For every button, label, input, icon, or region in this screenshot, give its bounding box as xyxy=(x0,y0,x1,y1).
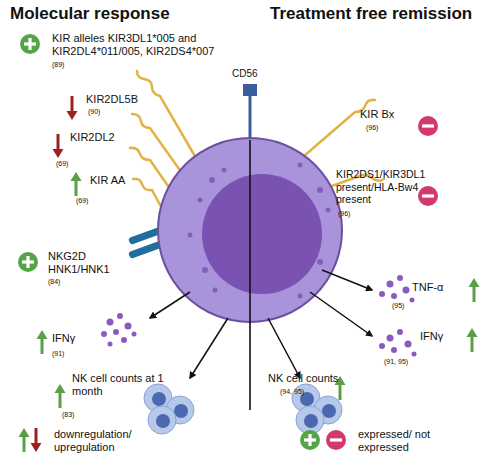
marker-label: KIR2DL2 xyxy=(70,131,150,144)
citation: (90) xyxy=(88,108,128,116)
marker-label: KIR2DS1/KIR3DL1 present/HLA-Bw4 present xyxy=(336,168,432,206)
marker-label: KIR Bx xyxy=(360,108,430,121)
illustration-part xyxy=(132,332,137,337)
illustration-part xyxy=(150,270,372,378)
illustration-part xyxy=(249,92,252,140)
marker-label: KIR AA xyxy=(90,174,170,187)
illustration-part xyxy=(403,287,410,294)
illustration-part xyxy=(113,329,119,335)
illustration-part xyxy=(198,198,203,203)
illustration-part xyxy=(300,430,320,450)
marker-label: IFNγ xyxy=(52,332,102,345)
illustration-part xyxy=(188,163,331,299)
illustration-part xyxy=(298,294,303,299)
illustration-part xyxy=(101,331,107,337)
marker-label: KIR2DL5B xyxy=(86,93,166,106)
illustration-part xyxy=(322,270,372,290)
illustration-part xyxy=(125,323,132,330)
illustration-part xyxy=(405,341,412,348)
illustration-part xyxy=(31,428,42,452)
section-heading: Molecular response xyxy=(10,4,230,24)
illustration-part xyxy=(188,233,193,238)
illustration-part xyxy=(121,337,127,343)
illustration-part xyxy=(213,288,218,293)
illustration-part xyxy=(418,116,438,136)
marker-label: IFNγ xyxy=(420,330,470,343)
citation: (89) xyxy=(52,61,92,69)
marker-label: NK cell counts at 1 month xyxy=(72,372,164,398)
illustration-part xyxy=(418,186,438,206)
citation: (91, 95) xyxy=(384,358,434,366)
illustration-part xyxy=(387,335,394,342)
illustration-part xyxy=(298,163,303,168)
illustration-part xyxy=(391,293,397,299)
illustration-part xyxy=(18,252,38,272)
illustration-part xyxy=(317,187,323,193)
illustration-part xyxy=(150,292,190,318)
illustration-part xyxy=(53,134,64,158)
illustration-part xyxy=(67,96,78,120)
illustration-part xyxy=(71,172,82,196)
illustration-part xyxy=(55,384,66,408)
legend-entry: expressed/ not expressed xyxy=(358,428,448,454)
illustration-part xyxy=(296,406,324,434)
marker-label: KIR alleles KIR3DL1*005 and KIR2DL4*011/… xyxy=(52,32,230,58)
citation: (83) xyxy=(62,411,102,419)
illustration-part xyxy=(391,347,397,353)
illustration-part xyxy=(310,292,372,336)
illustration-part xyxy=(410,298,415,303)
illustration-part xyxy=(397,275,403,281)
section-heading: Treatment free remission xyxy=(270,4,496,24)
legend-text: expressed/ not expressed xyxy=(358,428,448,454)
illustration-part xyxy=(107,319,114,326)
illustration-part xyxy=(148,406,176,434)
illustration-part xyxy=(108,342,113,347)
illustration-part xyxy=(467,328,478,352)
illustration-part xyxy=(132,114,184,176)
citation: (84) xyxy=(48,278,88,286)
citation: (96) xyxy=(338,210,378,218)
illustration-part xyxy=(317,259,323,265)
illustration-part xyxy=(469,278,480,302)
legend-entry: downregulation/ upregulation xyxy=(54,428,144,454)
illustration-part xyxy=(37,330,48,354)
illustration-part xyxy=(249,140,251,410)
marker-label: NK cell counts xyxy=(268,372,348,385)
illustration-part xyxy=(202,267,208,273)
illustration-part xyxy=(379,291,385,297)
illustration-part xyxy=(326,430,346,450)
illustration-part xyxy=(326,208,331,213)
illustration-part xyxy=(387,281,394,288)
illustration-part xyxy=(101,275,417,357)
illustration-part xyxy=(190,318,228,378)
citation: (95) xyxy=(392,302,432,310)
citation: (69) xyxy=(56,160,96,168)
citation: (94, 95) xyxy=(280,388,330,396)
marker-label: TNF-α xyxy=(412,281,472,294)
citation: (91) xyxy=(52,350,92,358)
illustration-part xyxy=(412,352,417,357)
legend-text: downregulation/ upregulation xyxy=(54,428,144,454)
illustration-part xyxy=(243,84,257,96)
illustration-part xyxy=(397,329,403,335)
citation: (96) xyxy=(366,124,406,132)
illustration-part xyxy=(379,343,385,349)
illustration-part xyxy=(117,313,123,319)
marker-label: NKG2D HNK1/HNK1 xyxy=(48,250,118,276)
illustration-part xyxy=(202,174,322,294)
illustration-part xyxy=(268,318,300,378)
illustration-part xyxy=(137,71,196,158)
marker-label: CD56 xyxy=(232,68,272,80)
illustration-part xyxy=(20,34,40,54)
illustration-part xyxy=(19,428,30,452)
illustration-part xyxy=(209,177,215,183)
citation: (69) xyxy=(76,197,116,205)
illustration-part xyxy=(222,168,227,173)
